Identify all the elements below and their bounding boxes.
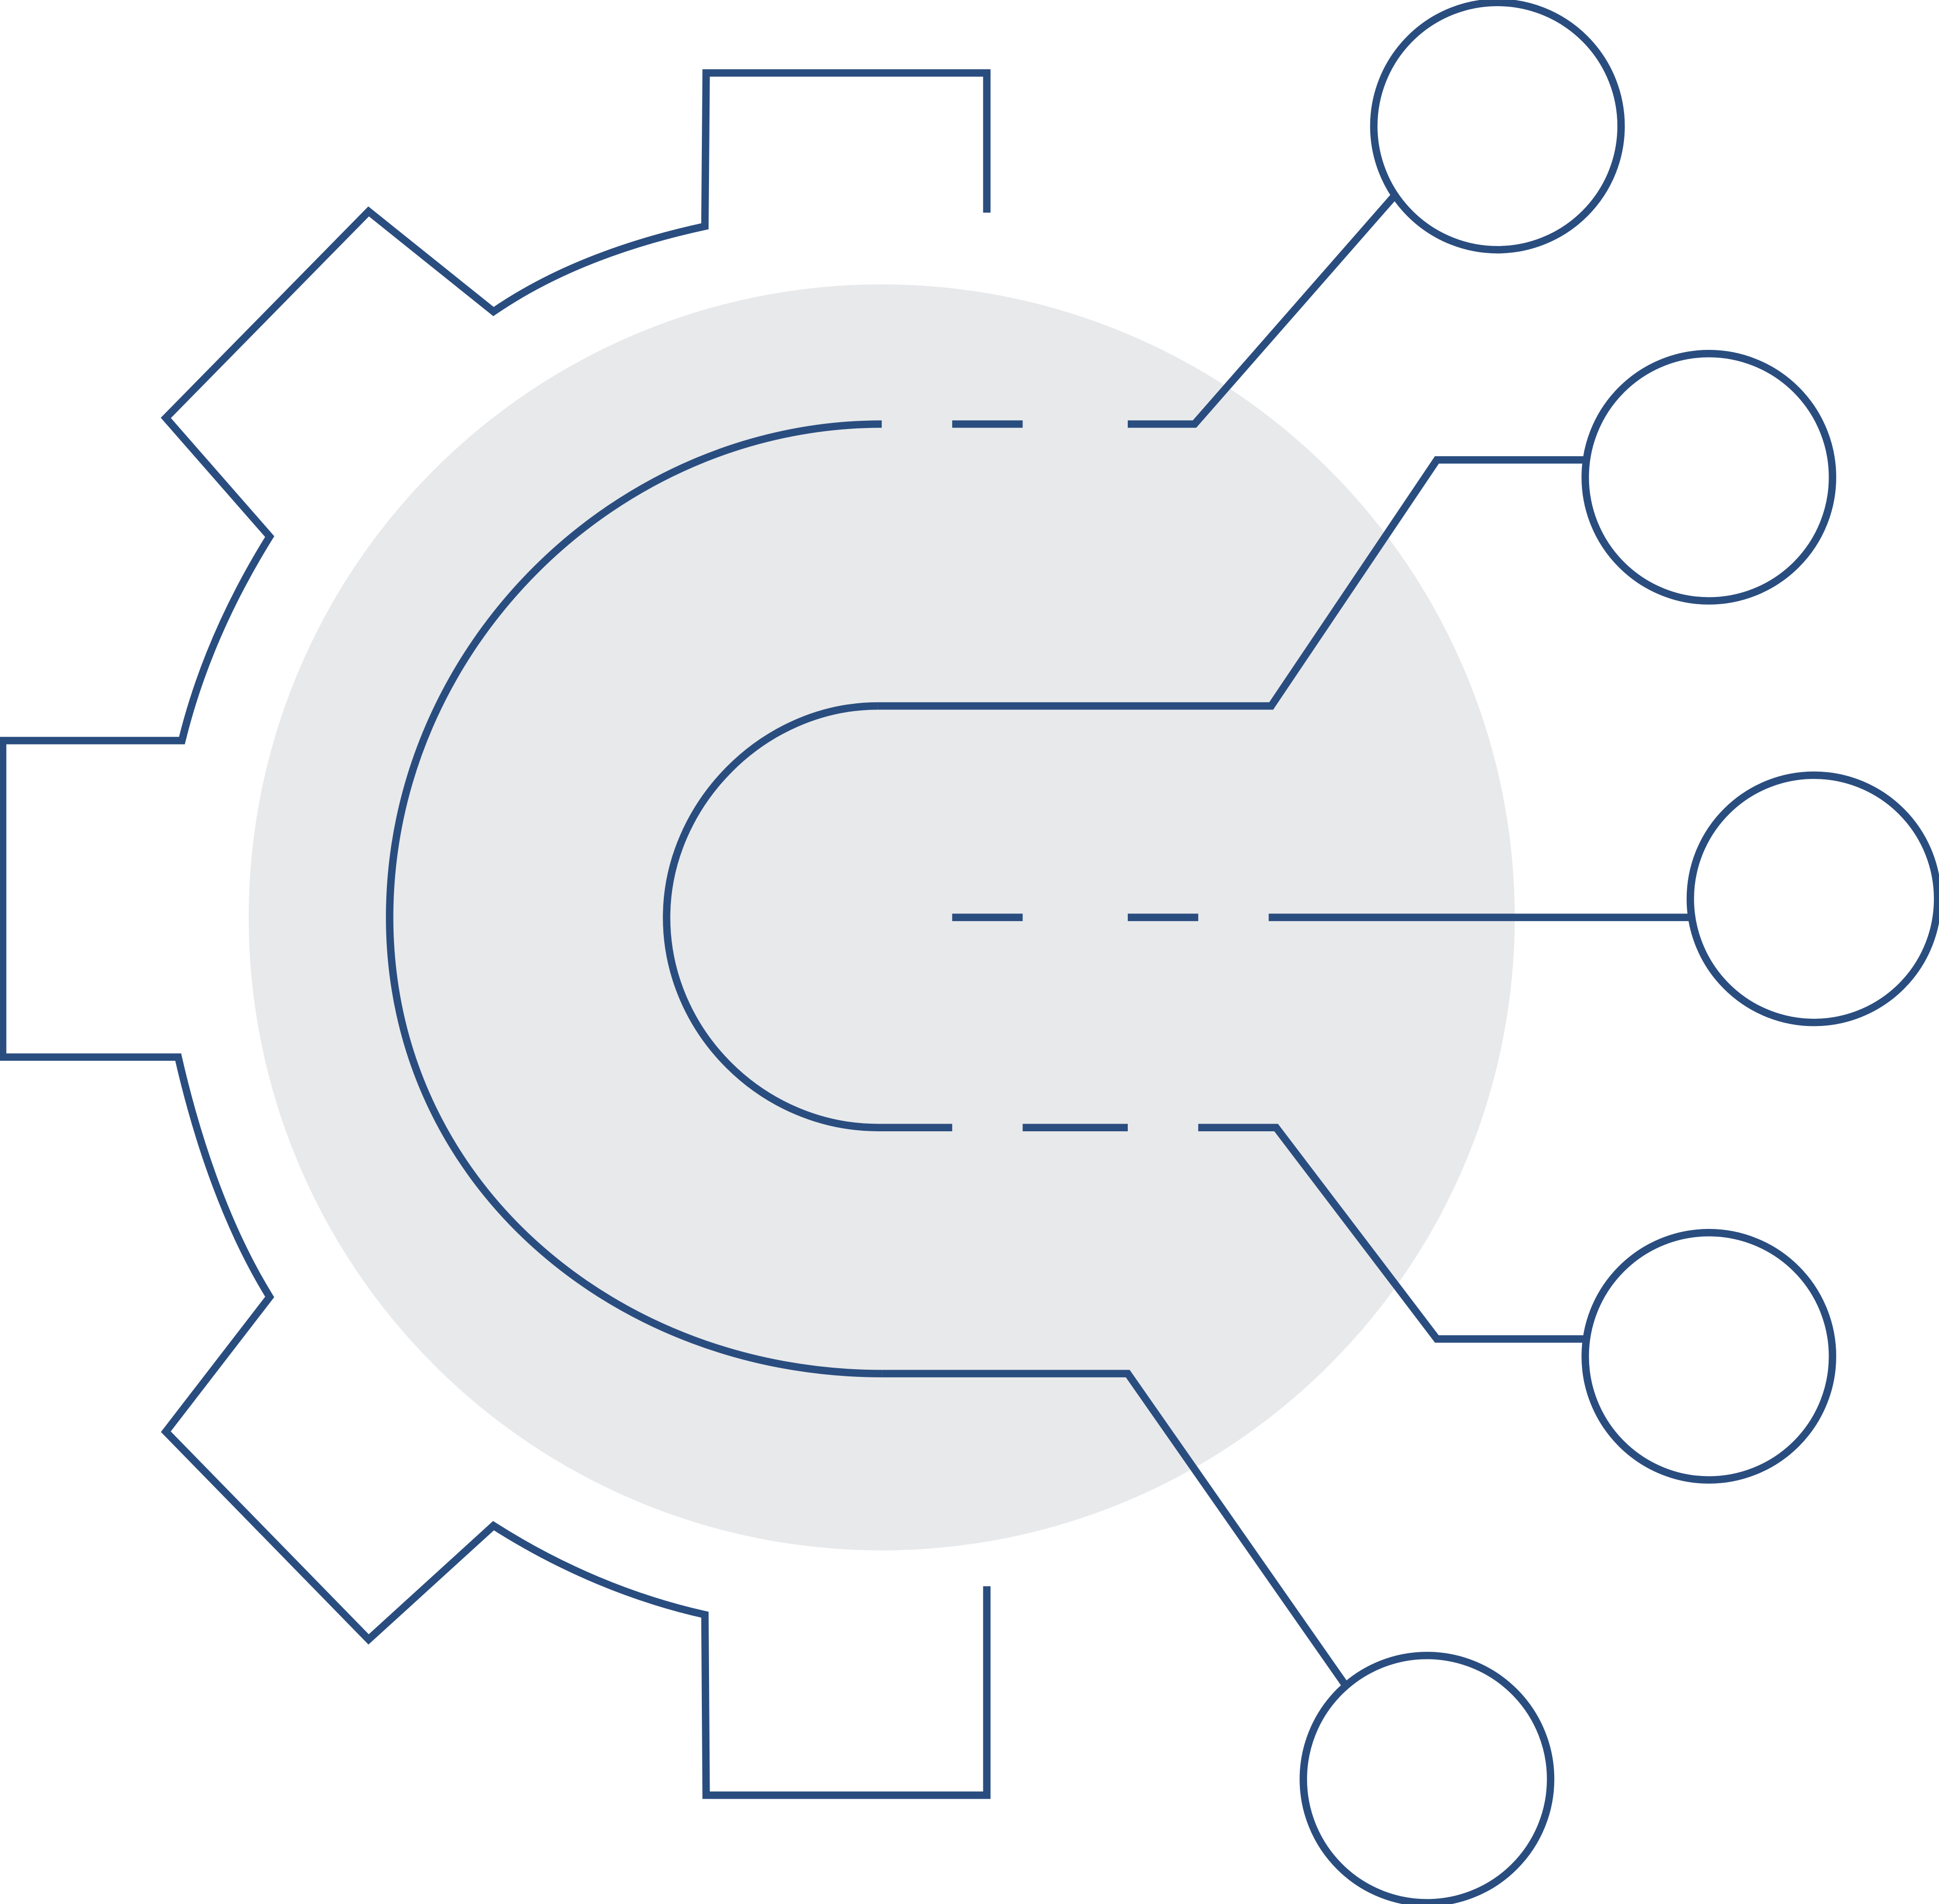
- gear-outline-icon: [0, 69, 991, 1799]
- connector-top: [1128, 193, 1398, 428]
- network-node-icon: [1370, 0, 1625, 254]
- network-node-icon: [1299, 1652, 1555, 1904]
- magnet-inner-arc: [663, 702, 953, 1131]
- connector-lower-right: [1198, 1124, 1587, 1343]
- network-node-icon: [1581, 350, 1836, 605]
- network-node-icon: [1581, 1229, 1836, 1484]
- network-node-icon: [1686, 771, 1939, 1026]
- hub-disc: [249, 284, 1515, 1551]
- connector-upper-right: [878, 456, 1587, 710]
- connector-bottom: [882, 1370, 1349, 1688]
- magnet-outer-arc: [386, 420, 882, 1377]
